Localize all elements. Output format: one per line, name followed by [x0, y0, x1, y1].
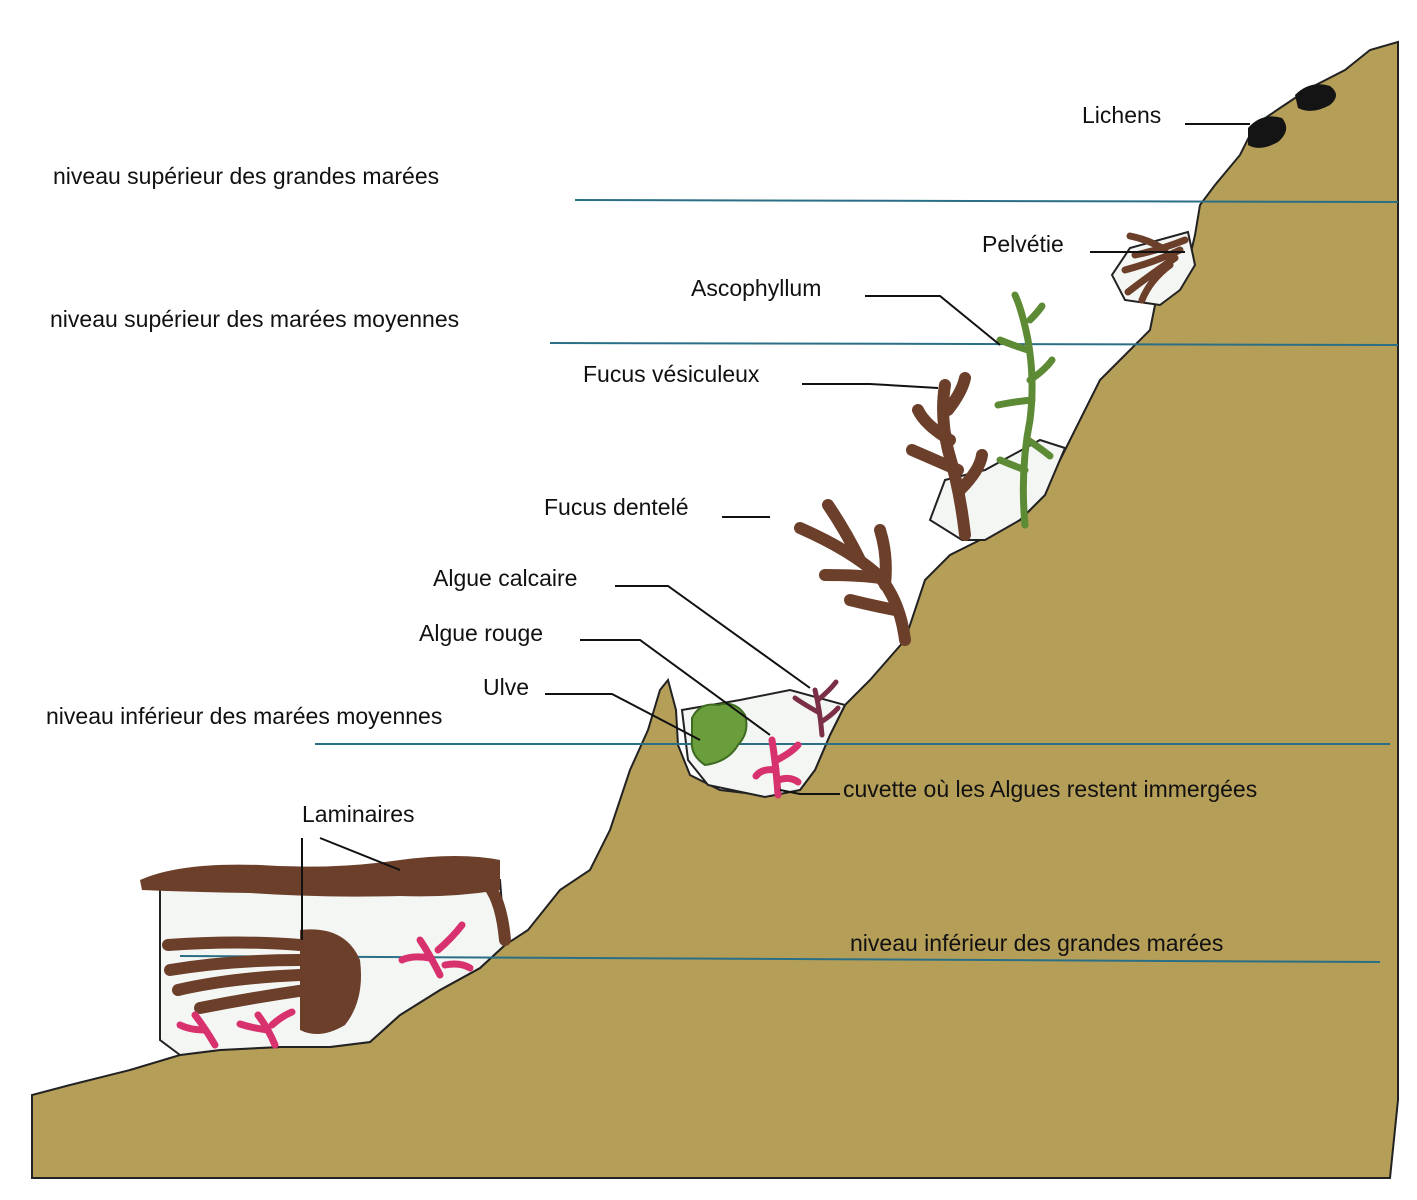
tide-line-high-spring [574, 199, 1399, 203]
lichen-patch [1295, 84, 1336, 111]
tide-label-high-spring: niveau supérieur des grandes marées [53, 163, 440, 189]
tide-label-low-neap: niveau inférieur des marées moyennes [46, 703, 443, 729]
laminaire-stipe [469, 869, 511, 946]
label-algue-calcaire: Algue calcaire [433, 565, 578, 591]
label-ascophyllum: Ascophyllum [691, 275, 822, 301]
algue-rouge [398, 921, 474, 979]
label-algue-rouge: Algue rouge [419, 620, 544, 646]
label-pelvetie: Pelvétie [982, 231, 1064, 257]
fucus-dentele-alga [794, 499, 911, 646]
label-fucus-vesiculeux: Fucus vésiculeux [583, 361, 760, 387]
label-cuvette: cuvette où les Algues restent immergées [843, 776, 1258, 802]
label-ulve: Ulve [483, 674, 530, 700]
laminaire-fronds-lower [162, 936, 311, 1014]
ulve-alga [690, 702, 748, 767]
ascophyllum-alga [994, 291, 1056, 529]
algue-rouge [176, 1008, 296, 1049]
tide-label-high-neap: niveau supérieur des marées moyennes [50, 306, 460, 332]
leader-lines [301, 123, 1250, 940]
algue-rouge [752, 736, 802, 799]
laminaire-frond-upper [140, 856, 500, 897]
fucus-vesiculeux-alga [906, 372, 988, 541]
tide-label-low-spring: niveau inférieur des grandes marées [850, 930, 1224, 956]
laminaire-holdfast [300, 929, 361, 1034]
label-lichens: Lichens [1082, 102, 1162, 128]
tide-line-low-spring [179, 955, 1381, 963]
label-fucus-dentele: Fucus dentelé [544, 494, 689, 520]
tide-line-high-neap [549, 342, 1399, 346]
algue-calcaire [792, 679, 841, 738]
label-laminaires: Laminaires [302, 801, 415, 827]
lichen-patch [1248, 116, 1287, 148]
